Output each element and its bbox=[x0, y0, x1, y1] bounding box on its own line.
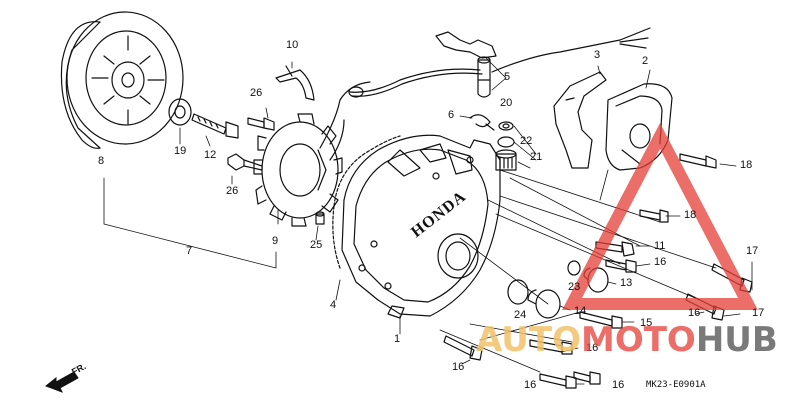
washer-part-20 bbox=[498, 121, 514, 131]
label-part-6: 6 bbox=[448, 109, 455, 121]
watermark-logo: AUTOMOTOHUB bbox=[476, 320, 778, 360]
washer-part-19 bbox=[168, 98, 192, 126]
label-part-10: 10 bbox=[286, 39, 299, 51]
label-part-17-lower: 17 bbox=[752, 307, 765, 319]
label-part-5: 5 bbox=[504, 71, 511, 83]
cover-part-2 bbox=[605, 83, 673, 171]
o-ring-part-23 bbox=[567, 260, 581, 276]
o-ring-part-24 bbox=[507, 279, 529, 305]
washer-part-22 bbox=[497, 136, 515, 148]
left-crankcase-cover-part-1 bbox=[341, 134, 501, 319]
bolt-part-12 bbox=[191, 113, 239, 139]
label-part-25: 25 bbox=[310, 239, 323, 251]
label-part-13: 13 bbox=[620, 277, 633, 289]
label-part-18-upper: 18 bbox=[740, 159, 753, 171]
bolt-part-26-upper bbox=[247, 117, 275, 131]
clamp-part-10 bbox=[275, 65, 315, 101]
bolt-part-15 bbox=[579, 311, 623, 329]
label-part-19: 19 bbox=[174, 145, 187, 157]
label-part-24: 24 bbox=[514, 309, 527, 321]
wire-harness bbox=[348, 27, 651, 98]
label-part-23: 23 bbox=[568, 281, 581, 293]
label-part-9: 9 bbox=[272, 235, 279, 247]
label-part-18-lower: 18 bbox=[684, 209, 697, 221]
label-part-11: 11 bbox=[654, 240, 666, 252]
bolt-part-18-upper bbox=[679, 153, 717, 169]
label-part-26-lower: 26 bbox=[226, 185, 239, 197]
label-part-4: 4 bbox=[330, 299, 337, 311]
label-part-16-bottom-a: 16 bbox=[524, 379, 537, 391]
label-part-12: 12 bbox=[204, 149, 217, 161]
watermark-triangle-icon bbox=[562, 123, 758, 310]
label-part-15: 15 bbox=[640, 317, 653, 329]
label-part-3: 3 bbox=[594, 49, 601, 61]
label-part-8: 8 bbox=[98, 155, 105, 167]
label-part-16-bottom-b: 16 bbox=[612, 379, 625, 391]
label-part-7: 7 bbox=[186, 245, 193, 257]
bolt-part-26-lower bbox=[227, 153, 263, 171]
bearing-part-21 bbox=[495, 149, 517, 171]
front-direction-arrow-icon bbox=[45, 371, 79, 393]
spring-clip-part-6 bbox=[469, 114, 495, 131]
label-part-1: 1 bbox=[394, 333, 401, 345]
label-part-20: 20 bbox=[500, 97, 513, 109]
stator-part-9 bbox=[253, 81, 371, 227]
bolt-part-16-right-upper bbox=[605, 259, 637, 273]
label-part-14: 14 bbox=[574, 305, 587, 317]
plug-part-14 bbox=[527, 289, 561, 319]
watermark-part-moto: MOTO bbox=[580, 320, 696, 360]
label-part-26-upper: 26 bbox=[250, 87, 263, 99]
flywheel-part-8 bbox=[60, 11, 184, 149]
bolt-part-16-lower-left bbox=[443, 335, 483, 361]
bolt-part-18-lower bbox=[639, 209, 669, 223]
dowel-pin-part-25 bbox=[315, 211, 325, 225]
bolt-part-16-bottom-b bbox=[573, 371, 601, 385]
watermark-part-auto: AUTO bbox=[476, 320, 581, 360]
label-part-17-upper: 17 bbox=[746, 245, 759, 257]
pulse-generator-part-5 bbox=[477, 56, 491, 98]
label-part-2: 2 bbox=[642, 55, 649, 67]
watermark-part-hub: HUB bbox=[695, 320, 778, 360]
drawing-code: MK23-E0901A bbox=[646, 380, 706, 390]
label-part-16-mid: 16 bbox=[586, 342, 599, 354]
label-part-22: 22 bbox=[520, 135, 533, 147]
gasket-part-4 bbox=[332, 135, 401, 269]
bracket-part-3 bbox=[553, 71, 607, 169]
label-part-16-right: 16 bbox=[654, 256, 667, 268]
bolt-part-16-bottom-a bbox=[539, 373, 577, 389]
label-part-21: 21 bbox=[530, 151, 543, 163]
label-part-16-far-right: 16 bbox=[688, 307, 701, 319]
label-part-16-lower-left: 16 bbox=[452, 361, 465, 373]
